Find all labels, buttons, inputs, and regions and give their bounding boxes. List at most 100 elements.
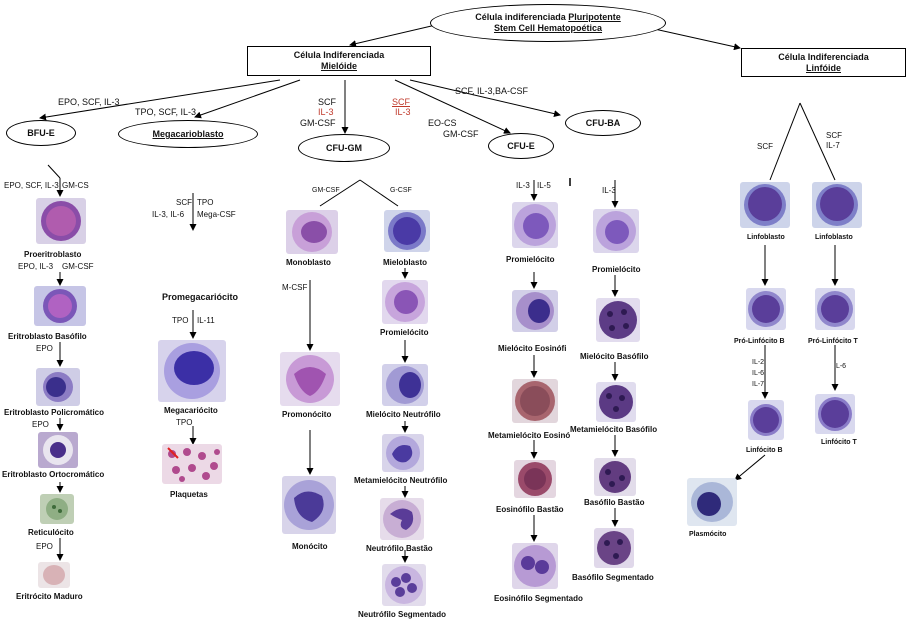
linfocito-t-image: [815, 394, 855, 434]
cell-name: Eosinófilo Bastão: [496, 505, 564, 514]
neutrofilo-segmentado-image: [382, 564, 426, 606]
basofilo-segmentado-image: [594, 528, 634, 568]
eritroblasto-policromatico-image: [36, 368, 80, 406]
cell-name: Mieloblasto: [383, 258, 428, 267]
pro-linfocito-b-image: [746, 288, 786, 330]
cell-name: Promonócito: [282, 410, 332, 419]
cell-name: Eritroblasto Policromático: [4, 408, 105, 417]
factor-label: IL-3: [516, 181, 530, 190]
factor-label: IL-6: [834, 363, 847, 370]
pluripotent-stem-cell-node: Célula indiferenciada Pluripotente Stem …: [430, 4, 666, 42]
cell-name: Promegacariócito: [162, 292, 239, 302]
eritrocito-maduro-image: [38, 562, 70, 588]
promonocito-image: [280, 352, 340, 406]
factor-label: IL-2: [752, 359, 765, 366]
cell-name: Megacariócito: [164, 406, 218, 415]
plaquetas-image: [162, 444, 222, 484]
cell-name: Proeritroblasto: [24, 250, 82, 259]
promielocito-neutrofilo-image: [382, 280, 428, 324]
factor-label: EPO, SCF, IL-3: [4, 181, 59, 190]
factor-label: IL-3: [395, 107, 411, 117]
bfu-e-node: BFU-E: [6, 120, 76, 146]
promielocito-eosinofilo-image: [512, 202, 558, 248]
mielocito-basofilo-image: [596, 298, 640, 342]
factor-label: IL-3, IL-6: [152, 210, 185, 219]
cell-name: Linfócito T: [821, 439, 857, 446]
factor-label: SCF: [392, 97, 410, 107]
factor-label: G-CSF: [390, 187, 412, 194]
cell-name: Reticulócito: [28, 528, 74, 537]
factor-label: SCF, IL-3,BA-CSF: [455, 86, 529, 96]
factor-label: IL-3: [602, 186, 616, 195]
cell-name: Mielócito Basófilo: [580, 352, 649, 361]
factor-label: SCF: [318, 97, 336, 107]
cell-name: Basófilo Bastão: [584, 498, 645, 507]
factor-label: SCF: [176, 198, 192, 207]
factor-label: IL-7: [752, 381, 765, 388]
factor-label: IL-7: [826, 141, 840, 150]
factor-label: EPO, SCF, IL-3: [58, 97, 120, 107]
basofilo-bastao-image: [594, 458, 636, 496]
factor-label: GM-CS: [62, 181, 89, 190]
metamielocito-basofilo-image: [596, 382, 636, 422]
factor-label: TPO: [172, 316, 189, 325]
cell-name: Eritrócito Maduro: [16, 592, 83, 601]
cell-name: Monócito: [292, 542, 328, 551]
factor-label: IL-5: [537, 181, 551, 190]
eosinofilo-segmentado-image: [512, 543, 558, 589]
cell-name: Pró-Linfócito B: [734, 338, 785, 345]
cell-name: Metamielócito Neutrófilo: [354, 476, 448, 485]
cell-name: Promielócito: [506, 255, 555, 264]
cell-name: Plaquetas: [170, 490, 208, 499]
factor-label: TPO: [197, 198, 214, 207]
mielocito-neutrofilo-image: [382, 364, 428, 406]
linfocito-b-image: [748, 400, 784, 440]
eosinofilo-bastao-image: [514, 460, 556, 498]
factor-label: TPO: [176, 418, 193, 427]
cell-name: Basófilo Segmentado: [572, 573, 654, 582]
factor-label: GM-CSF: [312, 187, 340, 194]
cell-name: Promielócito: [380, 328, 429, 337]
factor-label: GM-CSF: [443, 129, 479, 139]
cfu-ba-node: CFU-BA: [565, 110, 641, 136]
cell-name: Eritroblasto Basófilo: [8, 332, 87, 341]
factor-label: Mega-CSF: [197, 210, 236, 219]
factor-label: IL-6: [752, 370, 765, 377]
cell-name: Metamielócito Eosinó: [488, 431, 571, 440]
pro-linfocito-t-image: [815, 288, 855, 330]
cell-name: Monoblasto: [286, 258, 331, 267]
cfu-e-node: CFU-E: [488, 133, 554, 159]
factor-label: TPO, SCF, IL-3: [135, 107, 197, 117]
cell-name: Promielócito: [592, 265, 641, 274]
cell-name: Neutrófilo Bastão: [366, 544, 433, 553]
plasmocito-image: [687, 478, 737, 526]
linfoblasto-b-image: [740, 182, 790, 228]
cell-name: Linfoblasto: [815, 234, 853, 241]
factor-label: M-CSF: [282, 283, 308, 292]
factor-label: SCF: [826, 131, 842, 140]
cell-name: Pró-Linfócito T: [808, 338, 858, 345]
mieloblasto-image: [384, 210, 430, 252]
factor-label: EPO: [36, 542, 53, 551]
megacarioblasto-node: Megacarioblasto: [118, 120, 258, 148]
cell-name: Linfócito B: [746, 447, 783, 454]
factor-label: EPO, IL-3: [18, 262, 54, 271]
lymphoid-progenitor-box: Célula Indiferenciada Linfóide: [741, 48, 906, 77]
factor-label: IL-3: [318, 107, 334, 117]
reticulocito-image: [40, 494, 74, 524]
mielocito-eosinofilo-image: [512, 290, 558, 332]
cell-name: Mielócito Eosinófi: [498, 344, 567, 353]
monoblasto-image: [286, 210, 338, 254]
factor-label: GM-CSF: [62, 262, 94, 271]
promielocito-basofilo-image: [593, 209, 639, 253]
myeloid-progenitor-box: Célula Indiferenciada Mielóide: [247, 46, 431, 76]
factor-label: GM-CSF: [300, 118, 336, 128]
cell-name: Mielócito Neutrófilo: [366, 410, 441, 419]
eritroblasto-basofilo-image: [34, 286, 86, 326]
factor-label: EPO: [32, 420, 49, 429]
cell-name: Linfoblasto: [747, 234, 785, 241]
metamielocito-eosinofilo-image: [512, 379, 558, 423]
megacariocito-image: [158, 340, 226, 402]
monocito-image: [282, 476, 336, 534]
factor-label: SCF: [757, 142, 773, 151]
